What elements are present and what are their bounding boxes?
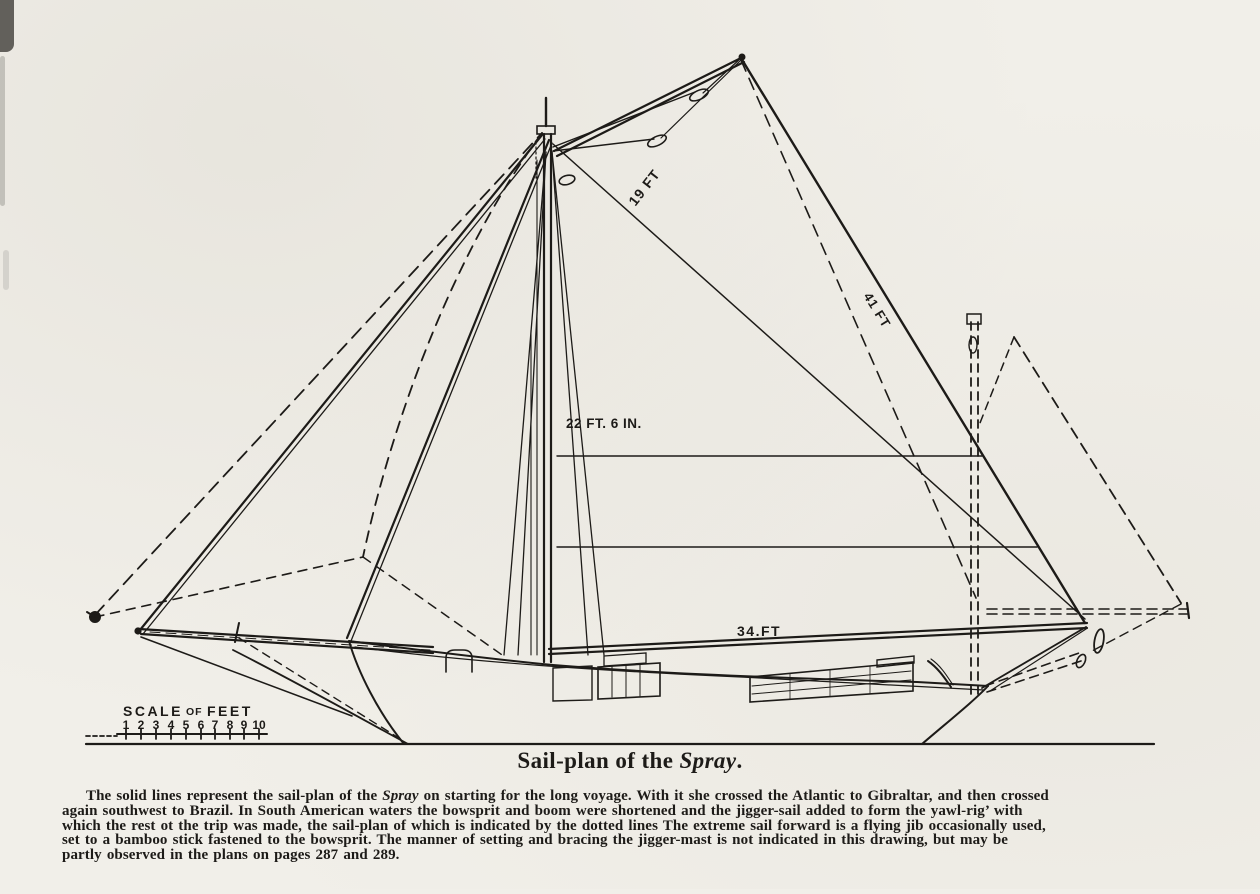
figure-title-prefix: Sail-plan of the bbox=[517, 748, 680, 773]
shroud bbox=[517, 151, 547, 656]
caption-boat-name: Spray bbox=[382, 788, 419, 804]
caption-text: The solid lines represent the sail-plan … bbox=[86, 788, 383, 804]
jigger-masthead bbox=[966, 313, 982, 325]
label-luff-length: 22 FT. 6 IN. bbox=[566, 416, 642, 431]
figure-caption: The solid lines represent the sail-plan … bbox=[62, 789, 1202, 863]
scale-tick-label: 10 bbox=[252, 718, 266, 732]
scale-tick-label: 1 bbox=[123, 718, 130, 732]
scale-tick-label: 8 bbox=[227, 718, 234, 732]
cabin-trunk bbox=[749, 661, 914, 703]
jibstay bbox=[138, 133, 544, 632]
caption-line: again southwest to Brazil. In South Amer… bbox=[62, 802, 1023, 819]
scale-ruler-ticks bbox=[125, 728, 260, 740]
scale-title-word: SCALE bbox=[123, 703, 183, 719]
peak-halyard bbox=[702, 57, 742, 94]
caption-line: which the rest ot the trip was made, the… bbox=[62, 817, 1046, 834]
mast-house bbox=[552, 665, 593, 702]
scale-title-word: FEET bbox=[207, 703, 253, 719]
scale-tick-label: 2 bbox=[138, 718, 145, 732]
boomkin-dashed bbox=[986, 660, 1082, 693]
stem bbox=[348, 640, 405, 745]
hull-group bbox=[86, 611, 989, 745]
jib-luff bbox=[142, 138, 546, 635]
flying-jib-foot-dashed bbox=[94, 556, 364, 618]
forward-skylight bbox=[597, 662, 661, 700]
mainsheet bbox=[981, 626, 1087, 689]
boom-top bbox=[547, 621, 1089, 651]
figure-title-boat-name: Spray bbox=[679, 748, 737, 773]
tiller bbox=[927, 660, 952, 688]
forestay bbox=[345, 138, 551, 640]
deck-bitt bbox=[445, 649, 473, 673]
measurement-labels-group: 19 FT 41 FT 22 FT. 6 IN. 34.FT bbox=[566, 166, 894, 639]
bowsprit-top bbox=[137, 627, 435, 649]
scale-tick-label: 7 bbox=[212, 718, 219, 732]
cutwater-curve bbox=[232, 649, 409, 745]
topping-lift bbox=[552, 143, 1086, 620]
scale-of-feet-group: SCALE OF FEET 1 2 3 4 5 6 7 8 9 10 bbox=[85, 703, 268, 740]
flying-jib-stay-dashed bbox=[94, 132, 543, 616]
scale-tick-label: 4 bbox=[168, 718, 175, 732]
scale-title-word: OF bbox=[186, 706, 203, 718]
boom-bottom bbox=[547, 626, 1089, 656]
sheet-block bbox=[1075, 653, 1087, 669]
skylight-top-box bbox=[603, 652, 647, 667]
mainsail-leech bbox=[739, 56, 1087, 625]
solid-rig-group bbox=[138, 53, 1105, 692]
sheet-block bbox=[1093, 628, 1105, 654]
peak-halyard bbox=[552, 138, 655, 152]
cabin-board-line bbox=[751, 670, 912, 687]
figure-title: Sail-plan of the Spray. bbox=[0, 748, 1260, 774]
forestay-inner bbox=[350, 142, 553, 642]
scale-tick-label: 3 bbox=[153, 718, 160, 732]
caption-line: The solid lines represent the sail-plan … bbox=[62, 789, 1202, 804]
caption-line: set to a bamboo stick fastened to the bo… bbox=[62, 832, 1009, 849]
scale-tick-label: 9 bbox=[241, 718, 248, 732]
peak-halyard bbox=[660, 59, 742, 139]
throat-block bbox=[558, 174, 576, 186]
bowsprit-shorten-mark bbox=[234, 622, 240, 643]
boomkin-dashed bbox=[984, 652, 1080, 687]
label-leech-length: 41 FT bbox=[861, 290, 894, 331]
tiller-inner bbox=[930, 658, 954, 686]
figure-title-suffix: . bbox=[736, 748, 743, 773]
peak-to-jigger-dashed bbox=[740, 59, 977, 599]
bowsprit-shortened-dashed bbox=[149, 631, 431, 651]
mainsheet bbox=[989, 628, 1087, 692]
gaff-block bbox=[646, 134, 668, 148]
flying-jib-sheet-dashed bbox=[362, 556, 506, 658]
jigger-head-dashed bbox=[977, 336, 1015, 429]
scale-tick-label: 5 bbox=[183, 718, 190, 732]
label-boom-length: 34.FT bbox=[737, 623, 781, 639]
peak-halyard bbox=[552, 91, 696, 148]
bobstay bbox=[140, 636, 353, 717]
bobstay-dashed bbox=[238, 637, 403, 741]
jigger-clew-mark bbox=[1185, 601, 1191, 620]
companionway bbox=[876, 655, 915, 668]
shroud bbox=[551, 151, 605, 656]
gaff-spar-top bbox=[552, 56, 743, 153]
caption-text: on starting for the long voyage. With it… bbox=[418, 788, 1049, 804]
shroud bbox=[503, 151, 547, 656]
transom bbox=[921, 685, 989, 745]
flying-jib-tack-stub bbox=[86, 611, 96, 618]
deck-seam bbox=[354, 646, 985, 691]
label-gaff-length: 19 FT bbox=[625, 166, 663, 209]
scale-tick-label: 6 bbox=[198, 718, 205, 732]
caption-line: partly observed in the plans on pages 28… bbox=[62, 847, 400, 864]
shroud bbox=[551, 151, 589, 656]
bowsprit-bottom bbox=[139, 632, 435, 655]
cabin-board-line bbox=[751, 679, 912, 695]
flying-jib-leech-dashed bbox=[362, 132, 543, 558]
jigger-leech-dashed bbox=[1013, 336, 1182, 604]
jigger-sheet-dashed bbox=[1091, 603, 1182, 652]
jigger-mast-block bbox=[968, 336, 978, 354]
dashed-rig-group bbox=[94, 59, 1191, 701]
